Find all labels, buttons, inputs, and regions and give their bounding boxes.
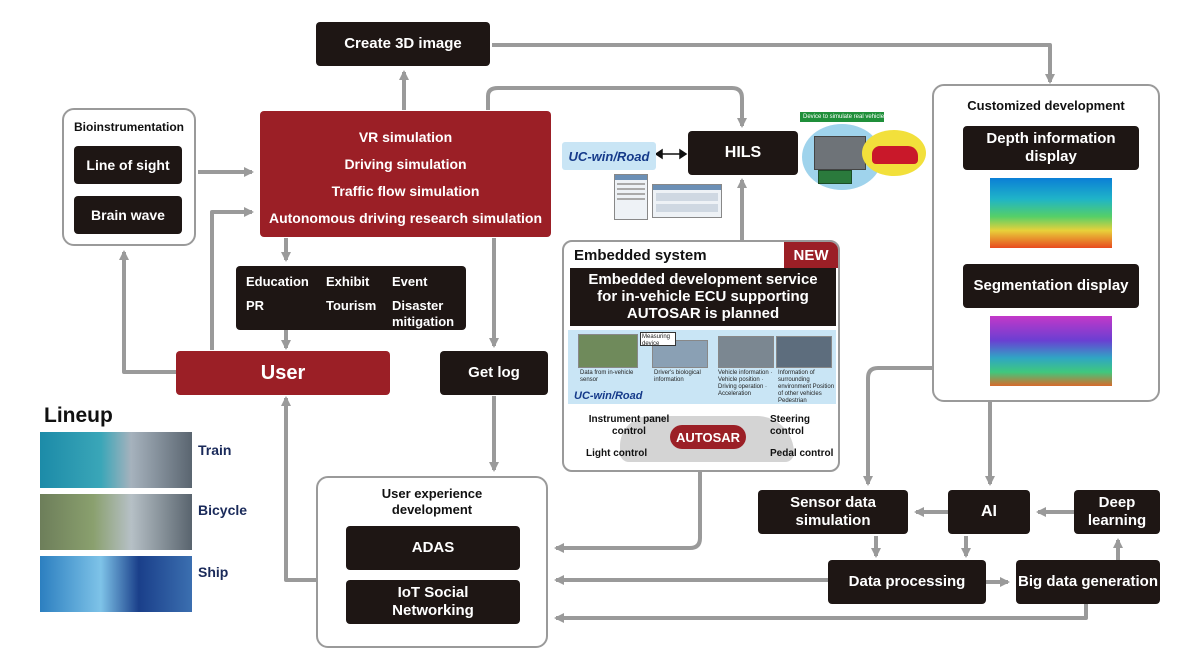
ucwin-panel-screenshot	[652, 184, 722, 218]
hils-device-illustration: Device to simulate real vehicles HILS	[800, 112, 928, 190]
simulation-block: VR simulation Driving simulation Traffic…	[260, 111, 551, 237]
measuring-device-label: Measuring device	[642, 334, 671, 347]
use-education: Education	[246, 274, 309, 289]
lineup-ship: Ship	[198, 564, 229, 580]
ai-box: AI	[948, 490, 1030, 534]
applications-box: Education Exhibit Event PR Tourism Disas…	[236, 266, 466, 330]
lineup-bicycle: Bicycle	[198, 502, 248, 518]
light-control: Light control	[586, 448, 648, 459]
data-processing-label: Data processing	[848, 573, 966, 590]
headline-line-2: for in-vehicle ECU supporting	[597, 288, 809, 305]
bioinstrumentation-box: Bioinstrumentation Line of sight Brain w…	[62, 108, 196, 246]
surrounding-image	[776, 336, 832, 368]
segmentation-image	[990, 316, 1112, 386]
hils-rack-icon	[814, 136, 866, 170]
customized-title: Customized development	[967, 98, 1125, 113]
vehicle-image	[718, 336, 774, 368]
depth-image	[990, 178, 1112, 248]
sim-item-traffic: Traffic flow simulation	[331, 183, 480, 199]
use-event: Event	[392, 274, 428, 289]
embedded-system-panel: Embedded system NEW Embedded development…	[562, 240, 840, 472]
create-3d-image-label: Create 3D image	[344, 35, 462, 52]
hils-box: HILS	[688, 131, 798, 175]
line-of-sight-label: Line of sight	[86, 157, 170, 173]
iot-label: IoT Social Networking	[392, 584, 474, 619]
sim-item-driving: Driving simulation	[344, 156, 467, 172]
headline-line-3: AUTOSAR is planned	[626, 305, 780, 322]
depth-info-label: Depth information display	[986, 130, 1116, 165]
caption-driver: Driver's biological information	[654, 370, 701, 383]
iot-box: IoT Social Networking	[346, 580, 520, 624]
bioinstrumentation-title: Bioinstrumentation	[74, 120, 184, 134]
new-badge: NEW	[784, 242, 838, 268]
segmentation-box: Segmentation display	[963, 264, 1139, 308]
customized-development-box: Customized development Depth information…	[932, 84, 1160, 402]
lineup-title: Lineup	[44, 404, 113, 427]
uc-win-road-label: UC-win/Road	[568, 148, 650, 164]
brain-wave-box: Brain wave	[74, 196, 182, 234]
get-log-box: Get log	[440, 351, 548, 395]
lineup-train: Train	[198, 442, 232, 458]
big-data-generation-label: Big data generation	[1017, 573, 1159, 590]
red-car-icon	[872, 146, 918, 164]
bicycle-image	[40, 494, 192, 550]
use-disaster: Disaster mitigation	[392, 298, 455, 329]
train-image	[40, 432, 192, 488]
segmentation-label: Segmentation display	[973, 277, 1129, 294]
use-pr: PR	[246, 298, 265, 313]
ucwin-dialog-screenshot	[614, 174, 648, 220]
caption-surroundings: Information of surrounding environment P…	[778, 370, 835, 404]
sim-item-vr: VR simulation	[358, 129, 453, 145]
deep-learning-box: Deep learning	[1074, 490, 1160, 534]
headline-line-1: Embedded development service	[588, 271, 818, 288]
brain-wave-label: Brain wave	[91, 207, 165, 223]
pedal-control: Pedal control	[770, 448, 834, 459]
deep-learning-label: Deep learning	[1087, 494, 1147, 529]
uc-win-road-logo: UC-win/Road	[562, 142, 656, 170]
user-label: User	[260, 361, 306, 384]
embedded-ucwin-logo: UC-win/Road	[574, 390, 643, 402]
depth-info-box: Depth information display	[963, 126, 1139, 170]
user-experience-box: User experience development ADAS IoT Soc…	[316, 476, 548, 648]
ecu-board-icon	[818, 170, 852, 184]
autosar-label: AUTOSAR	[675, 429, 741, 445]
steering-control: Steering control	[770, 414, 811, 437]
ux-title: User experience development	[381, 486, 483, 517]
caption-vehicle: Vehicle information · Vehicle position ·…	[718, 370, 773, 397]
sensor-image	[578, 334, 638, 368]
data-processing-box: Data processing	[828, 560, 986, 604]
hils-label: HILS	[724, 144, 762, 161]
ai-label: AI	[981, 503, 997, 520]
ship-image	[40, 556, 192, 612]
caption-sensor: Data from in-vehicle sensor	[580, 370, 634, 383]
big-data-generation-box: Big data generation	[1016, 560, 1160, 604]
adas-box: ADAS	[346, 526, 520, 570]
instrument-panel-control: Instrument panel control	[588, 414, 670, 437]
line-of-sight-box: Line of sight	[74, 146, 182, 184]
embedded-headline: Embedded development service for in-vehi…	[570, 268, 836, 326]
autosar-pill: AUTOSAR	[670, 425, 746, 449]
hils-caption: Device to simulate real vehicles HILS	[800, 112, 884, 122]
adas-label: ADAS	[411, 539, 455, 556]
sensor-data-simulation-label: Sensor data simulation	[790, 494, 876, 529]
sensor-data-simulation-box: Sensor data simulation	[758, 490, 908, 534]
use-exhibit: Exhibit	[326, 274, 370, 289]
embedded-title: Embedded system	[574, 247, 707, 264]
use-tourism: Tourism	[326, 298, 377, 313]
get-log-label: Get log	[468, 364, 520, 381]
sim-item-autonomous: Autonomous driving research simulation	[268, 210, 543, 226]
create-3d-image-box: Create 3D image	[316, 22, 490, 66]
user-box: User	[176, 351, 390, 395]
measuring-device-note: Measuring device	[640, 332, 676, 347]
